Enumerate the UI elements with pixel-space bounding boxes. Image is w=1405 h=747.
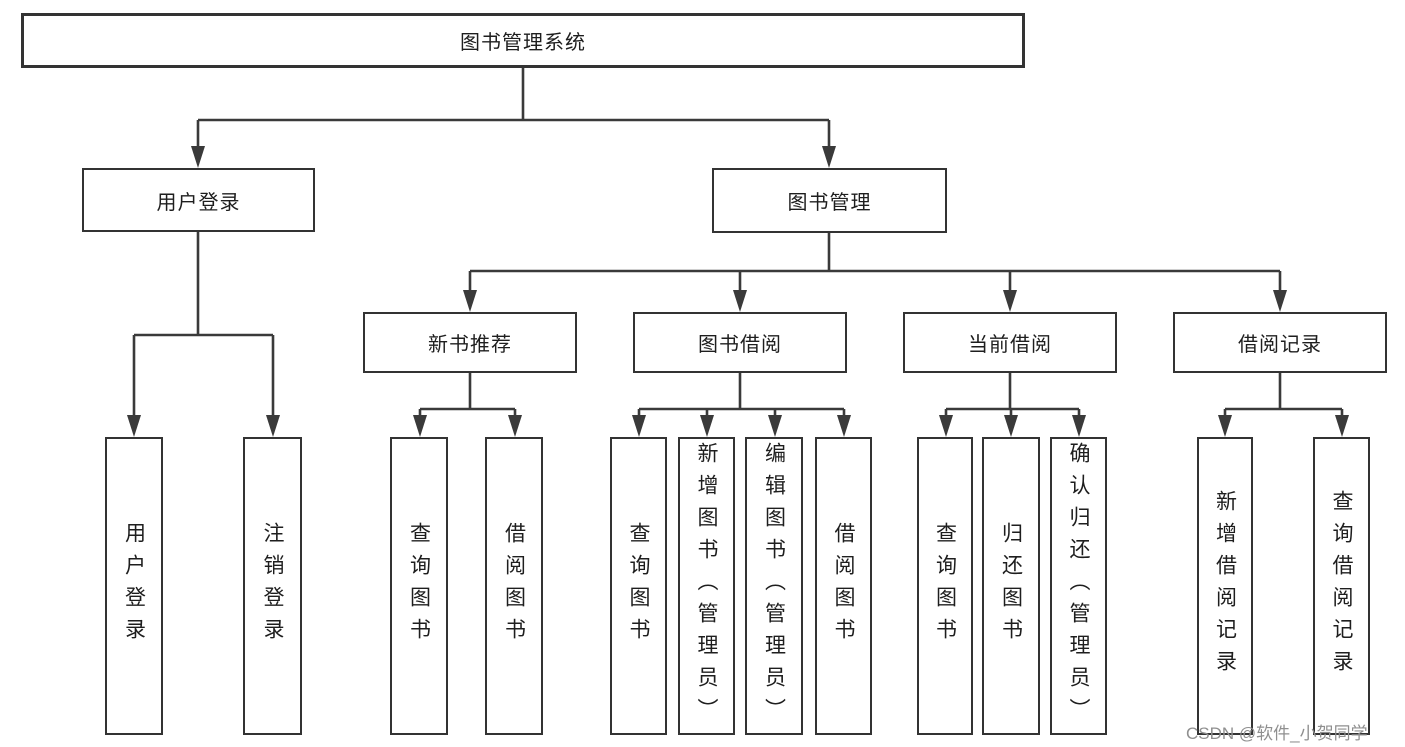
arrowhead [632,415,646,437]
node-new-book-recommendation: 新书推荐 [363,312,577,373]
node-label: 图书借阅 [698,334,782,356]
connector-root-to-level2 [196,68,831,148]
arrowhead [822,146,836,168]
node-book-borrowing: 图书借阅 [633,312,847,373]
leaf-label: 新增图书（管理员） [695,442,718,730]
connector-borrowing-records-to-leaves [1223,373,1344,418]
leaf-borrow-books-borrowing: 借阅图书 [815,437,872,735]
leaf-label: 注销登录 [261,522,284,650]
arrowhead [463,290,477,312]
arrowhead [939,415,953,437]
leaf-label: 归还图书 [999,522,1023,650]
node-label: 当前借阅 [968,334,1052,356]
arrowhead [127,415,141,437]
node-user-login: 用户登录 [82,168,315,232]
leaf-user-login: 用户登录 [105,437,163,735]
leaf-label: 查询图书 [933,522,957,650]
leaf-label: 新增借阅记录 [1213,490,1237,682]
leaf-add-books-admin: 新增图书（管理员） [678,437,735,735]
leaf-label: 查询图书 [627,522,650,650]
node-label: 图书管理 [787,192,872,214]
leaf-query-borrow-record: 查询借阅记录 [1313,437,1370,735]
arrowhead [1072,415,1086,437]
arrowhead [837,415,851,437]
arrowhead [191,146,205,168]
leaf-label: 编辑图书（管理员） [762,442,786,730]
arrowhead [1335,415,1349,437]
arrowhead [1218,415,1232,437]
node-label: 用户登录 [156,191,241,214]
connector-user-login-to-leaves [132,232,275,417]
leaf-label: 借阅图书 [832,522,855,650]
node-label: 借阅记录 [1238,334,1322,356]
leaf-edit-books-admin: 编辑图书（管理员） [745,437,803,735]
arrowhead [768,415,782,437]
leaf-label: 查询借阅记录 [1330,490,1353,682]
node-book-management: 图书管理 [712,168,947,233]
node-label: 图书管理系统 [460,32,586,54]
leaf-label: 查询图书 [407,522,431,650]
node-label: 新书推荐 [428,334,512,356]
leaf-query-books-current: 查询图书 [917,437,973,735]
watermark: CSDN @软件_小贺同学 [1186,724,1368,743]
leaf-label: 用户登录 [122,522,146,650]
connector-book-management-to-level3 [468,233,1282,293]
leaf-query-books-borrowing: 查询图书 [610,437,667,735]
connector-new-book-to-leaves [418,373,517,418]
leaf-logout: 注销登录 [243,437,302,735]
arrowhead [413,415,427,437]
arrowhead [508,415,522,437]
arrowhead [1003,290,1017,312]
node-current-borrowing: 当前借阅 [903,312,1117,373]
node-borrowing-records: 借阅记录 [1173,312,1387,373]
arrowhead [1273,290,1287,312]
arrowhead [733,290,747,312]
leaf-query-books-recommend: 查询图书 [390,437,448,735]
arrowhead [1004,415,1018,437]
arrowhead [700,415,714,437]
arrowhead [266,415,280,437]
leaf-confirm-return-admin: 确认归还（管理员） [1050,437,1107,735]
leaf-label: 借阅图书 [502,522,526,650]
leaf-borrow-books-recommend: 借阅图书 [485,437,543,735]
node-library-management-system: 图书管理系统 [21,13,1025,68]
leaf-return-books: 归还图书 [982,437,1040,735]
connector-current-borrowing-to-leaves [944,373,1081,418]
leaf-add-borrow-record: 新增借阅记录 [1197,437,1253,735]
leaf-label: 确认归还（管理员） [1067,442,1090,730]
connector-book-borrowing-to-leaves [637,373,846,418]
